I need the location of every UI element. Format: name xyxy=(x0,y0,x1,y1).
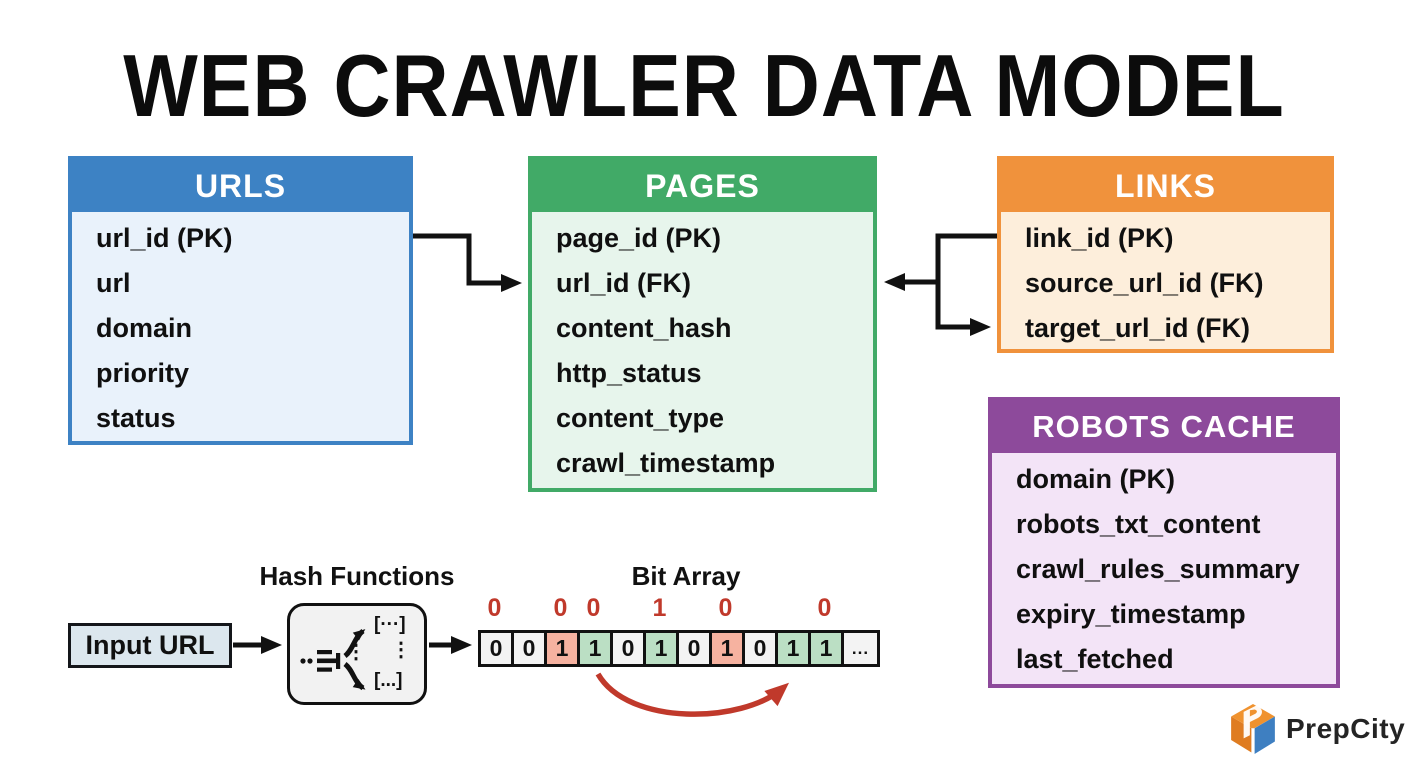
table-links-fields: link_id (PK) source_url_id (FK) target_url… xyxy=(1001,212,1330,349)
hash-functions-box: [···] [...] ⋮ ⋮ xyxy=(287,603,427,705)
bit-array-label: Bit Array xyxy=(631,561,741,591)
table-pages-header: PAGES xyxy=(532,160,873,212)
table-robots-cache-header: ROBOTS CACHE xyxy=(992,401,1336,453)
table-field-row: crawl_rules_summary xyxy=(1016,554,1300,584)
bit-hash-result-label: 0 xyxy=(718,594,733,622)
arrow-links-self-bracket xyxy=(935,233,997,336)
hash-functions-label: Hash Functions xyxy=(259,561,455,591)
hash-ellipsis-outputs: ⋮ xyxy=(391,639,411,661)
table-field-row: expiry_timestamp xyxy=(1016,599,1246,629)
arrow-urls-to-pages xyxy=(413,233,522,292)
table-field-row: url xyxy=(96,268,131,298)
table-field-row: url_id (PK) xyxy=(96,223,233,253)
bit-cell: 0 xyxy=(613,633,646,664)
hash-output-bottom: [...] xyxy=(374,670,403,691)
table-links-header: LINKS xyxy=(1001,160,1330,212)
bit-cell: 1 xyxy=(712,633,745,664)
input-url-label: Input URL xyxy=(85,630,215,660)
bit-array-probe-arrow xyxy=(595,672,790,717)
table-field-row: link_id (PK) xyxy=(1025,223,1174,253)
hash-output-top: [···] xyxy=(374,614,406,635)
table-field-row: domain xyxy=(96,313,193,343)
bit-hash-result-label: 0 xyxy=(553,594,568,622)
table-urls: URLS url_id (PK) url domain priority status xyxy=(68,156,413,445)
bit-hash-result-label: 1 xyxy=(652,594,667,622)
table-field-row: page_id (PK) xyxy=(556,223,722,253)
bit-cell: 0 xyxy=(679,633,712,664)
bit-hash-result-label: 0 xyxy=(586,594,601,622)
table-field-row: last_fetched xyxy=(1016,644,1174,674)
table-field-row: source_url_id (FK) xyxy=(1025,268,1264,298)
table-field-row: content_hash xyxy=(556,313,732,343)
table-pages-fields: page_id (PK) url_id (FK) content_hash http_… xyxy=(532,212,873,486)
bit-cell: 1 xyxy=(811,633,844,664)
bit-cell: 1 xyxy=(547,633,580,664)
bit-cell: 0 xyxy=(745,633,778,664)
prepcity-cube-icon xyxy=(1231,704,1275,754)
page-title: WEB CRAWLER DATA MODEL xyxy=(123,35,1285,135)
bit-cell: 0 xyxy=(481,633,514,664)
table-urls-fields: url_id (PK) url domain priority status xyxy=(72,212,409,441)
bit-hash-result-label: 0 xyxy=(817,594,832,622)
bit-hash-result-label xyxy=(676,592,709,624)
table-links: LINKS link_id (PK) source_url_id (FK) targ… xyxy=(997,156,1334,353)
bit-cell: 1 xyxy=(778,633,811,664)
table-field-row: robots_txt_content xyxy=(1016,509,1261,539)
table-field-row: url_id (FK) xyxy=(556,268,691,298)
table-robots-cache: ROBOTS CACHE domain (PK) robots_txt_conte… xyxy=(988,397,1340,688)
bit-cell: 1 xyxy=(646,633,679,664)
prepcity-logo-text: PrepCity xyxy=(1286,713,1406,744)
table-urls-header: URLS xyxy=(72,160,409,212)
hash-branch-icon xyxy=(300,629,366,691)
bit-cell: 1 xyxy=(580,633,613,664)
table-field-row: priority xyxy=(96,358,190,388)
bit-hash-result-label xyxy=(742,592,775,624)
table-robots-cache-fields: domain (PK) robots_txt_content crawl_rules… xyxy=(992,453,1336,682)
table-field-row: domain (PK) xyxy=(1016,464,1175,494)
table-field-row: content_type xyxy=(556,403,725,433)
table-field-row: crawl_timestamp xyxy=(556,448,776,478)
bit-hash-result-label xyxy=(610,592,643,624)
table-field-row: target_url_id (FK) xyxy=(1025,313,1251,343)
bit-cell: ... xyxy=(844,633,877,664)
bit-hash-result-label xyxy=(511,592,544,624)
bit-hash-result-label: 0 xyxy=(487,594,502,622)
input-url-box: Input URL xyxy=(68,623,232,668)
bit-cell: 0 xyxy=(514,633,547,664)
prepcity-logo: PrepCity xyxy=(1228,700,1405,758)
table-pages: PAGES page_id (PK) url_id (FK) content_has… xyxy=(528,156,877,492)
table-field-row: status xyxy=(96,403,176,433)
bit-hash-result-label xyxy=(841,592,874,624)
hash-ellipsis-branch: ⋮ xyxy=(346,641,366,663)
bit-hash-result-label xyxy=(775,592,808,624)
table-field-row: http_status xyxy=(556,358,702,388)
